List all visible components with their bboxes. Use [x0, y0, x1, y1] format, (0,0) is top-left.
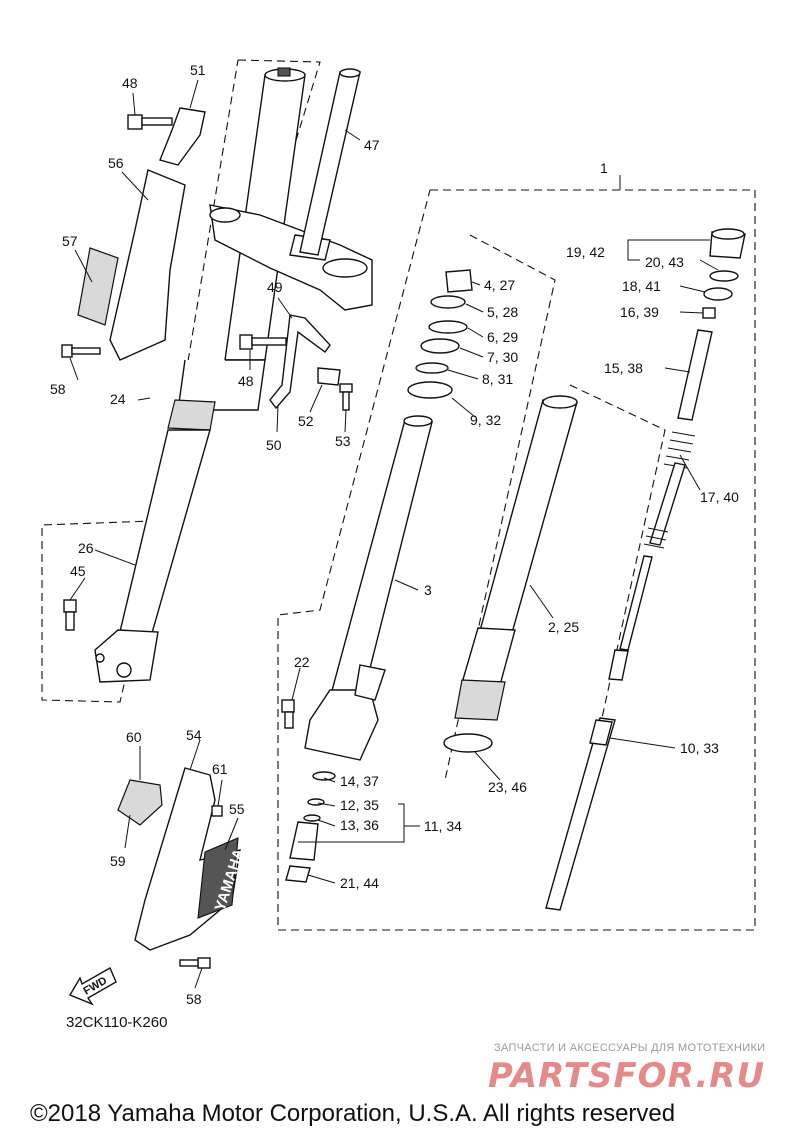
- left-axle-bolt: [63, 599, 77, 631]
- callout-57: 57: [62, 233, 78, 249]
- guard-decal: [77, 247, 119, 326]
- callout-9-32: 9, 32: [470, 412, 501, 428]
- callout-26: 26: [78, 540, 94, 556]
- triple-clamp: [209, 204, 373, 311]
- guard-bolt-lower: [179, 957, 211, 969]
- callout-11-34: 11, 34: [424, 818, 462, 834]
- callout-1: 1: [600, 160, 608, 176]
- callout-20-43: 20, 43: [645, 254, 684, 270]
- callout-52: 52: [298, 413, 314, 429]
- callout-60: 60: [126, 729, 142, 745]
- callout-16-39: 16, 39: [620, 304, 659, 320]
- callout-2-25: 2, 25: [548, 619, 579, 635]
- base-valve-parts: [285, 771, 336, 883]
- fork-spring: [643, 431, 696, 549]
- fork-inner-group-outline: [444, 234, 556, 781]
- callout-4-27: 4, 27: [484, 277, 515, 293]
- callout-labels: 1 2, 25 3 4, 27 5, 28 6, 29 7, 30 8, 31 …: [50, 62, 739, 1007]
- left-fork-assembly: [94, 67, 306, 683]
- callout-50: 50: [266, 437, 282, 453]
- callout-53: 53: [335, 433, 351, 449]
- callout-14-37: 14, 37: [340, 773, 379, 789]
- callout-21-44: 21, 44: [340, 875, 379, 891]
- watermark-subtitle: ЗАПЧАСТИ И АКСЕССУАРЫ ДЛЯ МОТОТЕХНИКИ: [494, 1042, 766, 1054]
- callout-56: 56: [108, 155, 124, 171]
- guard-bolt-upper: [61, 344, 101, 358]
- right-fork-assembly-outline: [277, 189, 756, 931]
- callout-49: 49: [267, 279, 283, 295]
- callout-24: 24: [110, 391, 126, 407]
- callout-47: 47: [364, 137, 380, 153]
- fork-guard-upper: [109, 169, 186, 361]
- upper-bolt: [127, 114, 173, 130]
- callout-5-28: 5, 28: [487, 304, 518, 320]
- callout-13-36: 13, 36: [340, 817, 379, 833]
- damper-cartridge: [545, 555, 653, 911]
- diagram-code: 32CK110-K260: [66, 1014, 168, 1031]
- bracket-51: [159, 107, 206, 166]
- callout-59: 59: [110, 853, 126, 869]
- inner-tube: [304, 415, 433, 761]
- callout-23-46: 23, 46: [488, 779, 527, 795]
- brake-hose-guide: [117, 779, 163, 826]
- callout-45: 45: [70, 563, 86, 579]
- callout-8-31: 8, 31: [482, 371, 513, 387]
- callout-61: 61: [212, 761, 228, 777]
- dust-seal: [443, 733, 493, 753]
- callout-54: 54: [186, 727, 202, 743]
- callout-7-30: 7, 30: [487, 349, 518, 365]
- damper-rod: [677, 329, 713, 421]
- callout-58-lower: 58: [186, 991, 202, 1007]
- copyright-notice: ©2018 Yamaha Motor Corporation, U.S.A. A…: [30, 1100, 676, 1127]
- callout-22: 22: [294, 654, 310, 670]
- steering-stem: [299, 68, 361, 256]
- callout-51: 51: [190, 62, 206, 78]
- callout-48-upper: 48: [122, 75, 138, 91]
- callout-17-40: 17, 40: [700, 489, 739, 505]
- callout-55: 55: [229, 801, 245, 817]
- fwd-arrow-icon: FWD: [68, 967, 117, 1006]
- callout-3: 3: [424, 582, 432, 598]
- callout-58-upper: 58: [50, 381, 66, 397]
- cap-bolt-parts: [702, 228, 746, 319]
- callout-12-35: 12, 35: [340, 797, 379, 813]
- watermark-logo: PARTSFOR.RU: [488, 1056, 766, 1096]
- hose-bracket: [239, 314, 353, 411]
- guard-brand-badge: [197, 837, 239, 919]
- inner-tube-bolt: [281, 699, 295, 729]
- outer-tube: [454, 395, 578, 721]
- leader-lines: [69, 79, 719, 989]
- seal-stack: [407, 269, 473, 399]
- callout-18-41: 18, 41: [622, 278, 661, 294]
- callout-48-lower: 48: [238, 373, 254, 389]
- guard-nut-61: [211, 805, 223, 817]
- callout-6-29: 6, 29: [487, 329, 518, 345]
- callout-10-33: 10, 33: [680, 740, 719, 756]
- callout-19-42: 19, 42: [566, 244, 605, 260]
- callout-15-38: 15, 38: [604, 360, 643, 376]
